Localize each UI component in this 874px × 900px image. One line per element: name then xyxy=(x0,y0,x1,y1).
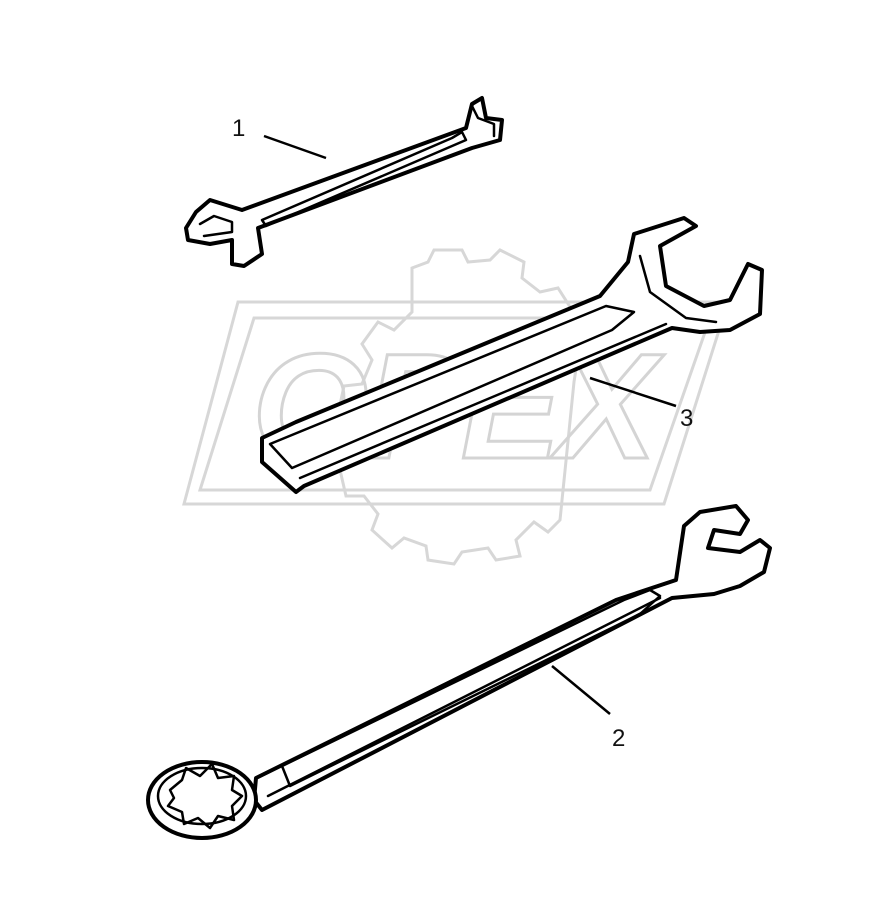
callout-label-2: 2 xyxy=(612,725,625,752)
callout-label-3: 3 xyxy=(680,405,693,432)
wrench-3-large-open-end xyxy=(260,216,764,494)
wrench-2-combination xyxy=(146,504,772,840)
callout-label-1: 1 xyxy=(232,115,245,142)
wrench-1-double-open-end xyxy=(184,96,504,268)
leader-line-3 xyxy=(589,376,677,408)
watermark-frame-outer xyxy=(182,300,731,506)
leader-line-1 xyxy=(263,134,327,160)
watermark-gear-icon xyxy=(336,248,580,566)
leader-line-2 xyxy=(551,665,611,715)
